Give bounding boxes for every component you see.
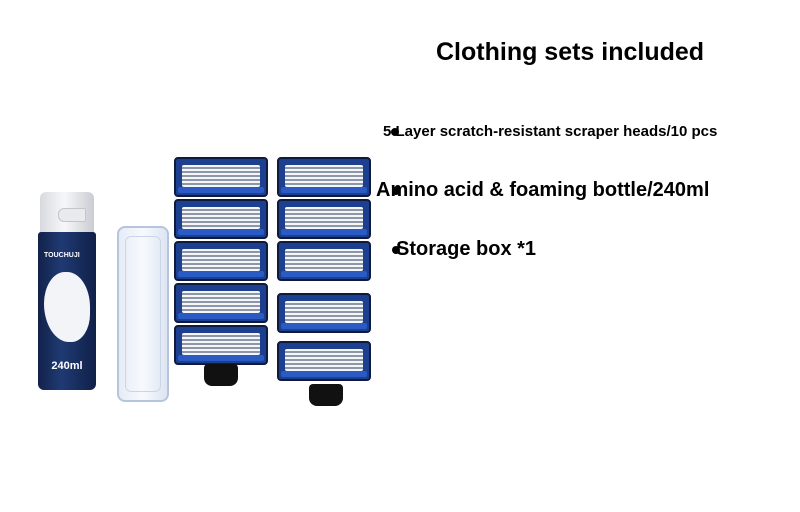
razor-head	[277, 341, 371, 381]
razor-head	[277, 241, 371, 281]
razor-head	[174, 241, 268, 281]
bullet-icon	[392, 187, 400, 195]
bullet-icon	[391, 128, 399, 136]
razor-head	[174, 199, 268, 239]
razor-handle	[204, 364, 238, 386]
razor-head	[277, 293, 371, 333]
razor-head	[174, 325, 268, 365]
item-label: 5 Layer scratch-resistant scraper heads/…	[383, 123, 718, 140]
item-label: Amino acid & foaming bottle/240ml	[376, 179, 710, 201]
bottle-body: TOUCHUJI 240ml	[38, 232, 96, 390]
razor-head	[174, 157, 268, 197]
page-title: Clothing sets included	[436, 38, 705, 66]
included-item-blades: 5 Layer scratch-resistant scraper heads/…	[383, 123, 717, 140]
razor-head	[277, 157, 371, 197]
included-item-storage-box: Storage box *1	[392, 238, 537, 261]
razor-head	[277, 199, 371, 239]
storage-box-image	[117, 226, 169, 402]
included-item-foam-bottle: Amino acid & foaming bottle/240ml	[376, 179, 709, 202]
bottle-volume: 240ml	[51, 360, 83, 372]
foam-graphic	[44, 272, 90, 342]
razor-handle	[309, 384, 343, 406]
storage-box-inner	[125, 236, 161, 392]
bullet-icon	[392, 246, 400, 254]
bottle-brand: TOUCHUJI	[44, 252, 80, 259]
foam-bottle-image: TOUCHUJI 240ml	[36, 192, 98, 392]
item-label: Storage box *1	[396, 238, 537, 260]
razor-head	[174, 283, 268, 323]
bottle-nozzle	[58, 208, 86, 222]
